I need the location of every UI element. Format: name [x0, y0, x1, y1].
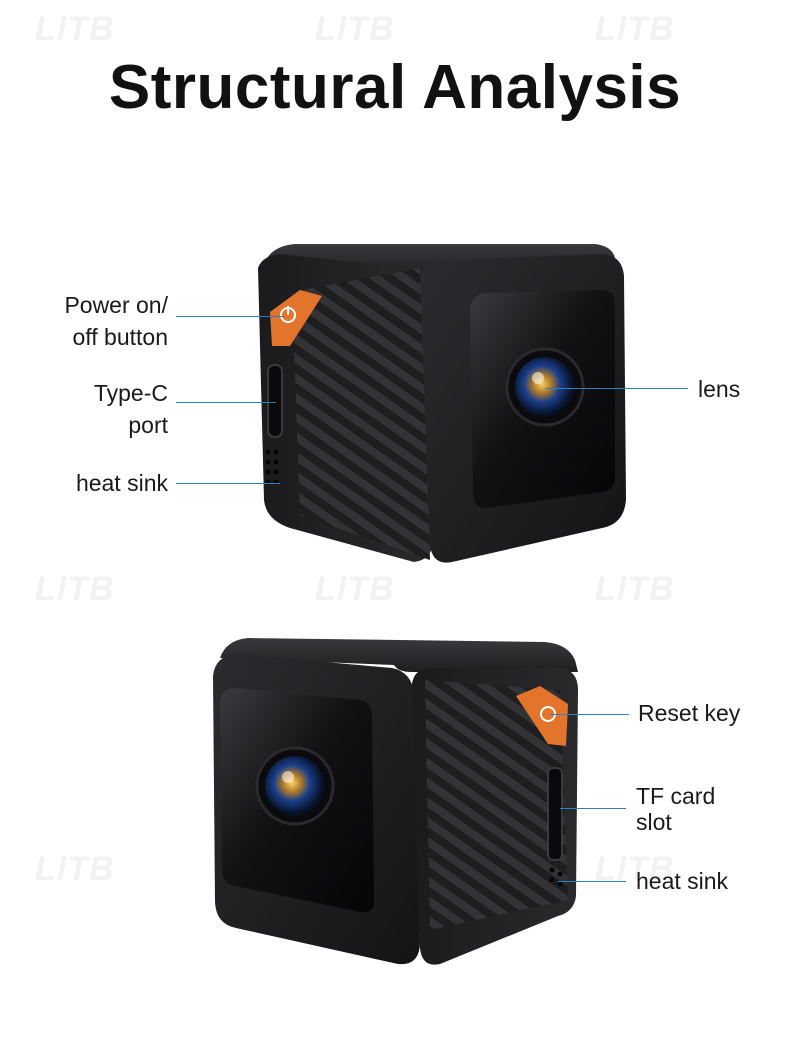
watermark: LITB: [315, 10, 395, 48]
watermark: LITB: [595, 570, 675, 608]
tf-card-slot-label: TF card slot: [636, 783, 716, 835]
bottom-heat-sink-leader-line: [558, 881, 626, 882]
tf-card-leader-line: [560, 808, 626, 809]
watermark: LITB: [35, 570, 115, 608]
reset-key-leader-line: [550, 714, 629, 715]
lens-leader-line: [545, 388, 688, 389]
watermark: LITB: [35, 10, 115, 48]
power-button-leader-line: [176, 316, 284, 317]
bottom-camera: [213, 638, 578, 965]
page-title: Structural Analysis: [108, 53, 682, 122]
type-c-port-label: Type-C port: [93, 380, 168, 438]
watermark: LITB: [35, 850, 115, 888]
watermark: LITB: [595, 10, 675, 48]
power-button-label: Power on/ off button: [64, 292, 168, 350]
reset-key-label: Reset key: [638, 700, 741, 726]
type-c-leader-line: [176, 402, 276, 403]
watermark: LITB: [315, 570, 395, 608]
lens-label: lens: [698, 376, 741, 402]
top-heat-sink-label: heat sink: [75, 470, 168, 496]
top-camera: [258, 244, 626, 563]
power-button-shape: [270, 290, 322, 346]
bottom-heat-sink-label: heat sink: [636, 868, 729, 894]
top-heat-sink-leader-line: [176, 483, 280, 484]
